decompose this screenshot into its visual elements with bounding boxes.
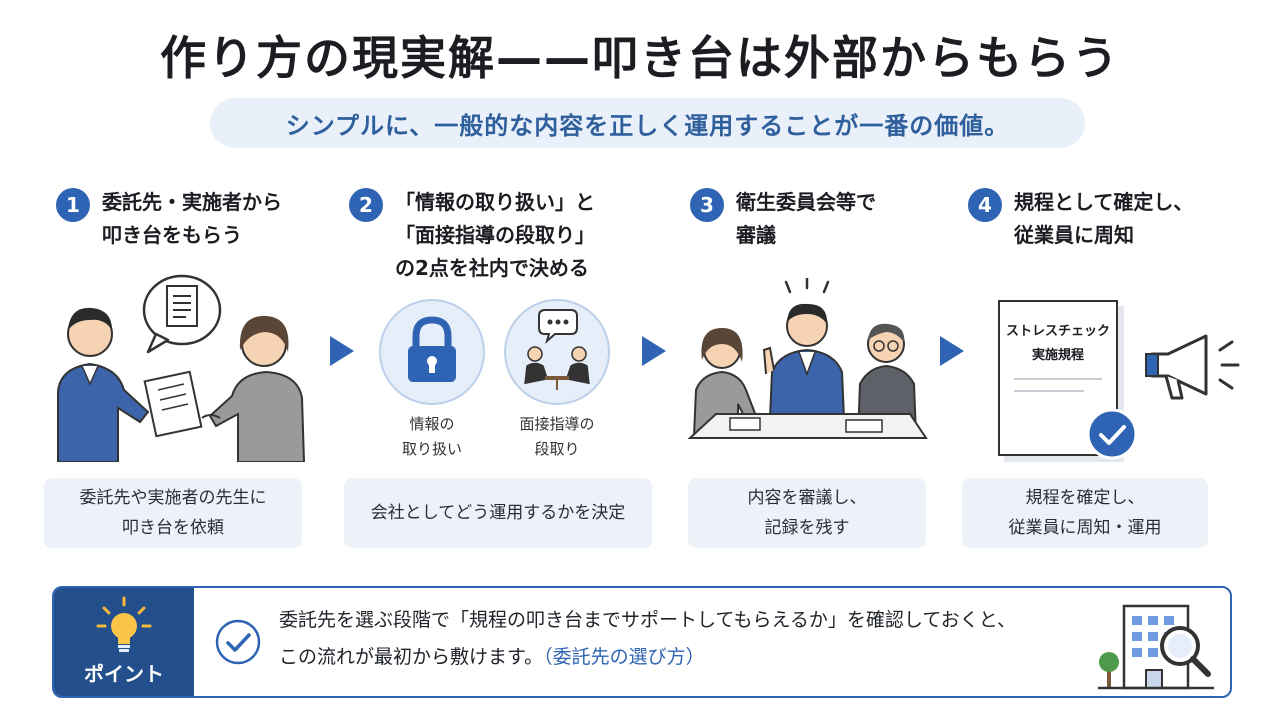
- committee-illustration: [687, 278, 928, 439]
- step-1-description: 委託先や実施者の先生に 叩き台を依頼: [44, 478, 302, 548]
- check-circle-icon: [215, 619, 261, 665]
- step-1-number: 1: [56, 188, 90, 222]
- meeting-icon: [504, 299, 610, 405]
- lock-icon: [379, 299, 485, 405]
- document-title: ストレスチェック 実施規程: [1005, 324, 1110, 363]
- step-3-description: 内容を審議し、 記録を残す: [688, 478, 926, 548]
- check-icon: [1086, 408, 1138, 460]
- magnifier-icon: [1160, 626, 1211, 677]
- chat-bubble-icon: [538, 309, 578, 344]
- flow-arrow-icon: [940, 336, 964, 366]
- step-1-header: 1 委託先・実施者から 叩き台をもらう: [56, 186, 282, 252]
- flow-arrow-icon: [330, 336, 354, 366]
- step-2-title: 「情報の取り扱い」と 「面接指導の段取り」 の2点を社内で決める: [395, 190, 595, 280]
- point-badge-label: ポイント: [84, 662, 164, 686]
- page-title: 作り方の現実解——叩き台は外部からもらう: [160, 31, 1120, 85]
- tree-icon: [1099, 652, 1119, 688]
- step-2-number: 2: [349, 188, 383, 222]
- document-icon: [142, 274, 222, 354]
- step-4-description: 規程を確定し、 従業員に周知・運用: [962, 478, 1208, 548]
- point-line-1: 委託先を選ぶ段階で「規程の叩き台までサポートしてもらえるか」を確認しておくと、: [279, 609, 1017, 631]
- lightbulb-icon: [96, 596, 152, 652]
- step-3-number: 3: [690, 188, 724, 222]
- flow-arrow-icon: [642, 336, 666, 366]
- step-3-header: 3 衛生委員会等で 審議: [690, 186, 876, 252]
- step-1-title: 委託先・実施者から 叩き台をもらう: [102, 190, 282, 247]
- point-panel: ポイント 委託先を選ぶ段階で「規程の叩き台までサポートしてもらえるか」を確認して…: [52, 586, 1232, 698]
- step-4-title: 規程として確定し、 従業員に周知: [1014, 190, 1194, 247]
- selection-guide-link[interactable]: （委託先の選び方）: [543, 646, 705, 668]
- subtitle-text: シンプルに、一般的な内容を正しく運用することが一番の価値。: [285, 111, 1010, 140]
- step-2-header: 2 「情報の取り扱い」と 「面接指導の段取り」 の2点を社内で決める: [349, 186, 595, 285]
- point-text: 委託先を選ぶ段階で「規程の叩き台までサポートしてもらえるか」を確認しておくと、 …: [279, 602, 1016, 676]
- handover-illustration: [57, 274, 306, 462]
- megaphone-icon: [1145, 334, 1240, 400]
- point-line-2: この流れが最初から敷けます。: [279, 646, 544, 668]
- building-icon: [1098, 604, 1214, 690]
- step-2-description: 会社としてどう運用するかを決定: [344, 478, 652, 548]
- step-3-title: 衛生委員会等で 審議: [736, 190, 876, 247]
- point-badge: ポイント: [54, 588, 194, 696]
- lock-icon-label: 情報の 取り扱い: [401, 415, 462, 458]
- step-4-header: 4 規程として確定し、 従業員に周知: [968, 186, 1193, 252]
- step-4-number: 4: [968, 188, 1002, 222]
- meeting-icon-label: 面接指導の 段取り: [519, 415, 595, 458]
- subtitle-banner: シンプルに、一般的な内容を正しく運用することが一番の価値。: [210, 98, 1085, 148]
